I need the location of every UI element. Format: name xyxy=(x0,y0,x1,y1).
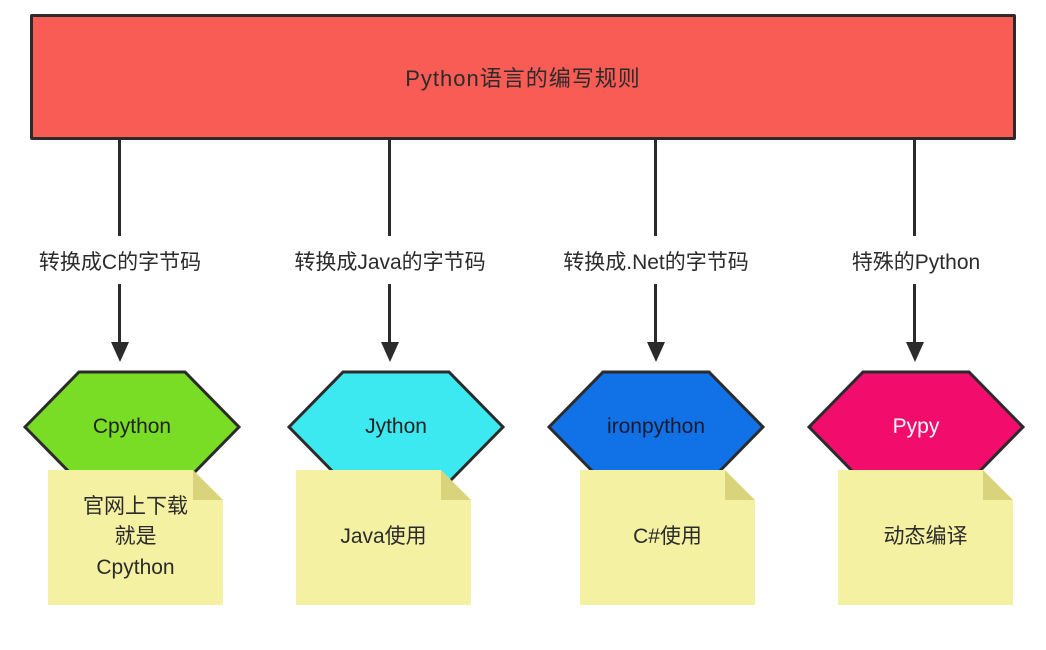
connector-line-top xyxy=(654,140,657,236)
hexagon-node: ironpython xyxy=(546,368,766,486)
sticky-note: Java使用 xyxy=(296,470,471,605)
note-text: 动态编译 xyxy=(883,525,968,549)
arrowhead-icon xyxy=(111,342,129,362)
connector-line-top xyxy=(118,140,121,236)
hexagon-node: Cpython xyxy=(22,368,242,486)
arrowhead-icon xyxy=(647,342,665,362)
connector-line-top xyxy=(913,140,916,236)
hexagon-node: Jython xyxy=(286,368,506,486)
connector-line-top xyxy=(388,140,391,236)
sticky-note: 动态编译 xyxy=(838,470,1013,605)
sticky-note: C#使用 xyxy=(580,470,755,605)
hexagon-node: Pypy xyxy=(806,368,1026,486)
connector-line-bottom xyxy=(118,284,121,344)
hexagon-label: Jython xyxy=(365,415,427,438)
hexagon-label: ironpython xyxy=(606,415,706,438)
note-text: C#使用 xyxy=(633,525,702,549)
arrow-label: 转换成C的字节码 xyxy=(34,246,206,276)
arrow-label: 特殊的Python xyxy=(847,246,985,276)
note-text: Java使用 xyxy=(340,525,427,549)
connector-line-bottom xyxy=(913,284,916,344)
arrowhead-icon xyxy=(906,342,924,362)
hexagon-label: Pypy xyxy=(892,415,940,438)
arrow-label: 转换成.Net的字节码 xyxy=(559,246,753,276)
sticky-note: 官网上下载 就是 Cpython xyxy=(48,470,223,605)
diagram-title: Python语言的编写规则 xyxy=(405,66,641,91)
title-box: Python语言的编写规则 xyxy=(30,14,1016,140)
hexagon-label: Cpython xyxy=(92,415,172,438)
arrowhead-icon xyxy=(381,342,399,362)
connector-line-bottom xyxy=(388,284,391,344)
connector-line-bottom xyxy=(654,284,657,344)
arrow-label: 转换成Java的字节码 xyxy=(290,246,490,276)
note-text: 官网上下载 就是 Cpython xyxy=(83,494,188,579)
